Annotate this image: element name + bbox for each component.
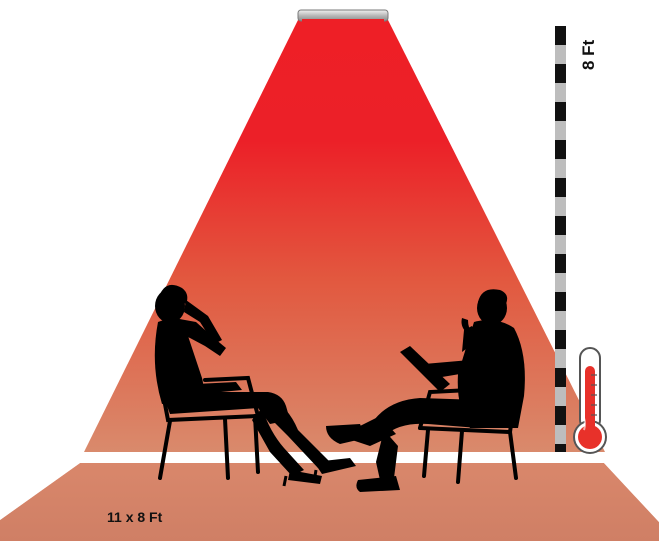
stick-segment (555, 159, 566, 178)
stick-segment (555, 64, 566, 83)
stick-segment (555, 444, 566, 452)
stick-segment (555, 406, 566, 425)
stick-segment (555, 425, 566, 444)
floor-heat-area (0, 463, 659, 541)
stick-segment (555, 387, 566, 406)
stick-segment (555, 102, 566, 121)
stick-segment (555, 368, 566, 387)
stick-segment (555, 292, 566, 311)
stick-segment (555, 26, 566, 45)
stick-segment (555, 311, 566, 330)
stick-segment (555, 45, 566, 64)
area-label: 11 x 8 Ft (107, 509, 163, 525)
stick-segment (555, 178, 566, 197)
stick-segment (555, 235, 566, 254)
stick-segment (555, 330, 566, 349)
height-label: 8 Ft (579, 39, 598, 70)
infrared-heater-icon (298, 10, 388, 22)
stick-segment (555, 349, 566, 368)
stick-segment (555, 216, 566, 235)
height-measuring-stick (555, 26, 566, 452)
stick-segment (555, 254, 566, 273)
stick-segment (555, 121, 566, 140)
stick-segment (555, 197, 566, 216)
stick-segment (555, 273, 566, 292)
stick-segment (555, 140, 566, 159)
stick-segment (555, 83, 566, 102)
